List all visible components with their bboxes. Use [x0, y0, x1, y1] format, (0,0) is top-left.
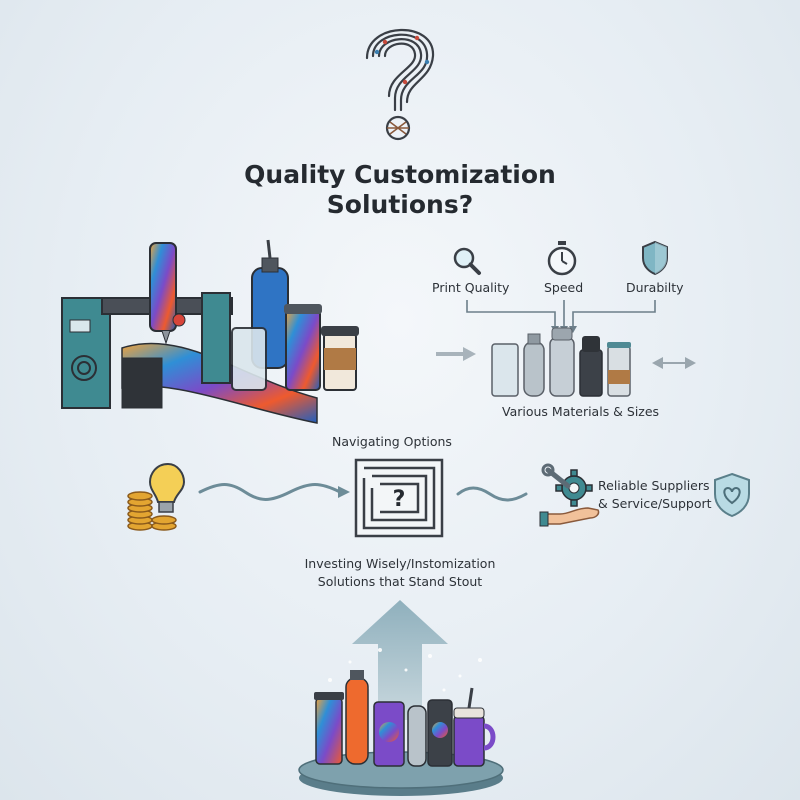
suppliers-line2: & Service/Support: [598, 496, 712, 511]
page-title-line1: Quality Customization: [244, 160, 556, 189]
magnifier-icon: [453, 247, 481, 275]
printer-machine-illustration: [61, 239, 359, 424]
product-platform-illustration: [298, 670, 504, 796]
arrow-right-icon: [436, 347, 476, 361]
investing-line2: Solutions that Stand Stout: [317, 574, 483, 589]
criteria-print-quality: Print Quality: [432, 280, 510, 295]
materials-label: Various Materials & Sizes: [502, 404, 660, 419]
investing-line1: Investing Wisely/Instomization: [304, 556, 496, 571]
criteria-speed: Speed: [544, 280, 584, 295]
svg-text:?: ?: [393, 487, 406, 512]
gear-wrench-hand-icon: [539, 463, 600, 527]
suppliers-line1: Reliable Suppliers: [598, 478, 710, 493]
stopwatch-icon: [547, 241, 577, 276]
maze-icon: ?: [354, 458, 444, 538]
page-title-line2: Solutions?: [326, 190, 474, 219]
question-mark-icon: [365, 28, 435, 141]
tumbler-row-illustration: [491, 327, 631, 397]
upward-arrow-icon: [352, 600, 448, 720]
navigating-options-label: Navigating Options: [332, 434, 452, 449]
wave-line-right: [456, 486, 528, 502]
lightbulb-coins-icon: [127, 462, 186, 531]
wave-line-left: [198, 483, 350, 501]
criteria-durability: Durabilty: [626, 280, 684, 295]
double-arrow-icon: [652, 357, 696, 369]
shield-icon: [642, 240, 668, 276]
heart-shield-icon: [714, 472, 750, 518]
